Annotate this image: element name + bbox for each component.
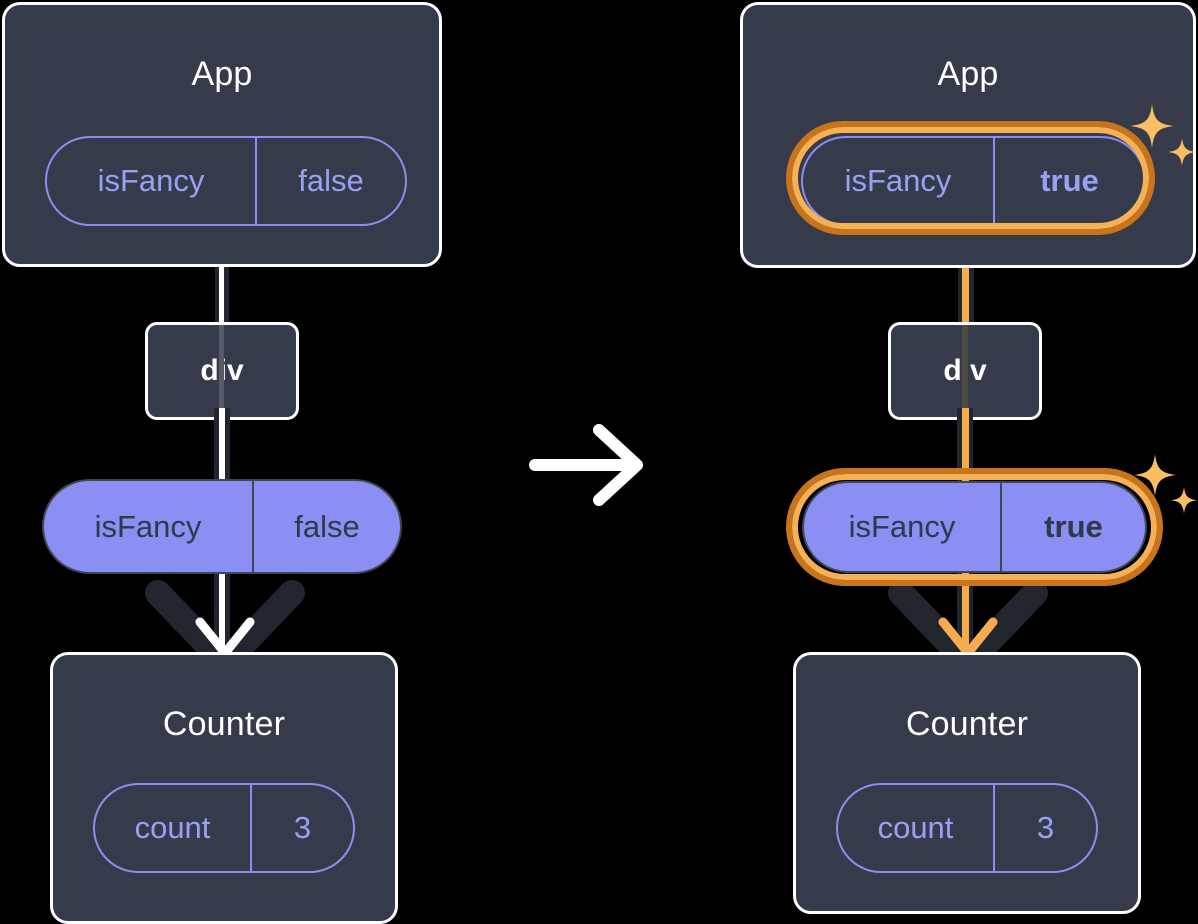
prop-value-after: true xyxy=(1000,483,1145,571)
counter-state-pill-after: count 3 xyxy=(836,783,1098,873)
prop-name-after: isFancy xyxy=(848,509,956,544)
app-component-box-after: App isFancy true xyxy=(740,2,1196,268)
counter-state-value-after: 3 xyxy=(993,785,1096,871)
counter-state-name-after: count xyxy=(877,810,954,845)
connector-app-to-div-after xyxy=(962,230,969,332)
connector-div-to-prop-after xyxy=(962,408,969,538)
app-state-pill-after: isFancy true xyxy=(801,136,1146,226)
app-state-value-before: false xyxy=(255,138,405,224)
app-title-after: App xyxy=(937,55,999,93)
app-state-value-after: true xyxy=(993,138,1144,224)
counter-title-before: Counter xyxy=(162,705,286,743)
connector-prop-to-counter-before xyxy=(219,560,225,665)
prop-value-before: false xyxy=(252,481,400,572)
counter-state-pill-before: count 3 xyxy=(93,783,355,873)
connector-app-to-div-before xyxy=(219,262,224,332)
app-state-name-after: isFancy xyxy=(844,163,952,198)
counter-title-after: Counter xyxy=(905,705,1029,743)
connector-div-to-prop-before xyxy=(219,408,225,538)
connector-prop-to-counter-after xyxy=(962,560,969,665)
arrow-right-icon xyxy=(529,424,643,506)
connector-inside-div-before xyxy=(219,325,224,415)
counter-state-name-before: count xyxy=(134,810,211,845)
app-component-box-before: App isFancy false xyxy=(2,2,442,267)
counter-component-box-after: Counter count 3 xyxy=(793,652,1141,914)
app-state-pill-before: isFancy false xyxy=(45,136,407,226)
prop-pill-before: isFancy false xyxy=(42,479,402,574)
prop-pill-after: isFancy true xyxy=(802,481,1147,573)
prop-name-before: isFancy xyxy=(94,508,202,544)
counter-component-box-before: Counter count 3 xyxy=(50,652,398,924)
app-state-name-before: isFancy xyxy=(97,163,205,198)
counter-state-value-before: 3 xyxy=(250,785,353,871)
connector-inside-div-after xyxy=(962,325,968,415)
app-title-before: App xyxy=(191,55,253,93)
